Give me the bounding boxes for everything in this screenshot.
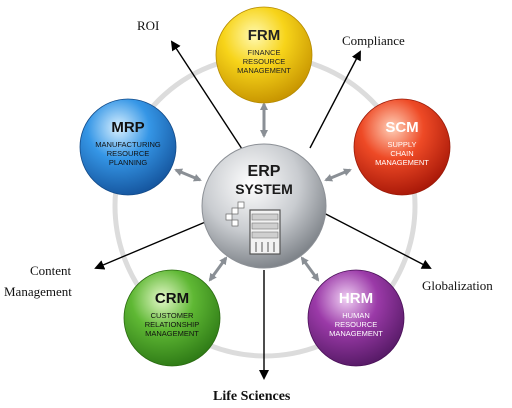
frm-abbr: FRM bbox=[248, 27, 281, 44]
crm-line-1: CUSTOMER bbox=[151, 311, 194, 320]
life-sciences-label: Life Sciences bbox=[213, 389, 291, 404]
compliance-arrow bbox=[309, 50, 361, 149]
mrp-line-1: MANUFACTURING bbox=[95, 140, 161, 149]
mrp-node: MRP MANUFACTURING RESOURCE PLANNING bbox=[79, 98, 177, 196]
scm-abbr: SCM bbox=[385, 119, 418, 136]
crm-line-2: RELATIONSHIP bbox=[145, 320, 199, 329]
content-management-arrow bbox=[94, 214, 223, 270]
hrm-node: HRM HUMAN RESOURCE MANAGEMENT bbox=[307, 269, 405, 367]
scm-line-1: SUPPLY bbox=[387, 140, 416, 149]
roi-label: ROI bbox=[137, 18, 160, 33]
content-label-line2: Management bbox=[4, 284, 72, 299]
crm-abbr: CRM bbox=[155, 290, 189, 307]
mrp-line-3: PLANNING bbox=[109, 158, 148, 167]
mrp-link-arrow bbox=[174, 168, 202, 182]
crm-line-3: MANAGEMENT bbox=[145, 329, 199, 338]
globalization-label: Globalization bbox=[422, 278, 493, 293]
erp-title: ERP bbox=[248, 163, 281, 180]
frm-line-3: MANAGEMENT bbox=[237, 66, 291, 75]
hrm-abbr: HRM bbox=[339, 290, 373, 307]
crm-node: CRM CUSTOMER RELATIONSHIP MANAGEMENT bbox=[123, 269, 221, 367]
frm-node: FRM FINANCE RESOURCE MANAGEMENT bbox=[215, 6, 313, 104]
scm-link-arrow bbox=[324, 168, 352, 182]
compliance-label: Compliance bbox=[342, 33, 405, 48]
frm-line-2: RESOURCE bbox=[243, 57, 286, 66]
hrm-link-arrow bbox=[300, 256, 320, 282]
globalization-arrow bbox=[317, 209, 432, 269]
roi-arrow bbox=[170, 40, 245, 153]
hrm-line-2: RESOURCE bbox=[335, 320, 378, 329]
mrp-abbr: MRP bbox=[111, 119, 144, 136]
frm-line-1: FINANCE bbox=[248, 48, 281, 57]
scm-line-2: CHAIN bbox=[390, 149, 413, 158]
scm-node: SCM SUPPLY CHAIN MANAGEMENT bbox=[353, 98, 451, 196]
content-label-line1: Content bbox=[30, 263, 72, 278]
crm-link-arrow bbox=[208, 256, 228, 282]
hrm-line-1: HUMAN bbox=[342, 311, 370, 320]
scm-line-3: MANAGEMENT bbox=[375, 158, 429, 167]
server-icon bbox=[225, 201, 281, 255]
erp-system-node: ERP SYSTEM bbox=[201, 143, 327, 269]
hrm-line-3: MANAGEMENT bbox=[329, 329, 383, 338]
erp-subtitle: SYSTEM bbox=[235, 181, 293, 197]
mrp-line-2: RESOURCE bbox=[107, 149, 150, 158]
